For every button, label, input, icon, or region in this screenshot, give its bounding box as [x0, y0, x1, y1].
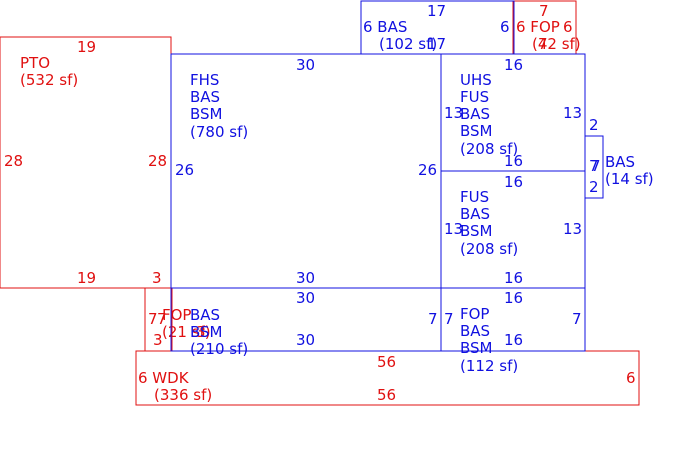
- pto-dim-corner: 3: [152, 269, 162, 287]
- fop-left-area: (21 sf): [162, 323, 211, 341]
- bas-bottom-area: (210 sf): [190, 340, 248, 358]
- fus-label-2: BAS: [460, 205, 490, 223]
- area-fop-left: FOP (21 sf) 7 7 3 3: [144, 287, 211, 352]
- uhs-dim-bottom: 16: [504, 152, 523, 170]
- bas-small-dim-right: 7: [591, 157, 601, 175]
- bas-bottom-label-1: BAS: [190, 306, 220, 324]
- uhs-dim-top: 16: [504, 56, 523, 74]
- fop-bsm-dim-right: 7: [572, 310, 582, 328]
- bas-top-dim-bottom: 17: [427, 35, 446, 53]
- wdk-dim-right: 6: [626, 369, 636, 387]
- fus-dim-right: 13: [563, 220, 582, 238]
- fop-left-outline: [144, 287, 173, 352]
- wdk-area: (336 sf): [154, 386, 212, 404]
- area-wdk: 6 WDK (336 sf) 56 56 6: [135, 350, 640, 406]
- area-uhs: UHS FUS BAS BSM (208 sf) 16 16 13 13: [440, 53, 586, 172]
- fop-top-dim-right: 6: [563, 18, 573, 36]
- fop-top-area: (42 sf): [532, 35, 581, 53]
- uhs-label-2: FUS: [460, 88, 489, 106]
- fop-bsm-outline: [440, 287, 586, 352]
- fop-bsm-dim-left: 7: [444, 310, 454, 328]
- area-pto: PTO (532 sf) 19 19 28 28 3: [0, 36, 172, 289]
- fus-dim-left: 13: [444, 220, 463, 238]
- fus-label-3: BSM: [460, 222, 493, 240]
- fop-top-label: 6 FOP: [516, 18, 560, 36]
- bas-bottom-label-2: BSM: [190, 323, 223, 341]
- bas-top-dim-right: 6: [500, 18, 510, 36]
- area-bas-small: BAS (14 sf) 2 2 7 7: [584, 116, 654, 199]
- fhs-area: (780 sf): [190, 123, 248, 141]
- fus-area: (208 sf): [460, 240, 518, 258]
- pto-dim-bottom: 19: [77, 269, 96, 287]
- uhs-label-4: BSM: [460, 122, 493, 140]
- area-bas-bottom: BAS BSM (210 sf) 30 30 7: [170, 287, 442, 358]
- bas-top-area: (102 sf): [379, 35, 437, 53]
- area-fhs: FHS BAS BSM (780 sf) 30 30 26 26: [170, 53, 442, 289]
- bas-bottom-dim-right: 7: [428, 310, 438, 328]
- fhs-label-3: BSM: [190, 105, 223, 123]
- fop-bsm-label-3: BSM: [460, 339, 493, 357]
- fus-dim-top: 16: [504, 173, 523, 191]
- uhs-label-3: BAS: [460, 105, 490, 123]
- wdk-dim-top: 56: [377, 353, 396, 371]
- fop-bsm-dim-bottom: 16: [504, 331, 523, 349]
- bas-bottom-dim-top: 30: [296, 289, 315, 307]
- area-fop-top: 6 FOP (42 sf) 7 7 6: [512, 0, 581, 55]
- fop-top-dim-inner: 7: [538, 35, 548, 53]
- bas-top-label: 6 BAS: [363, 18, 407, 36]
- pto-area: (532 sf): [20, 71, 78, 89]
- pto-dim-left: 28: [4, 152, 23, 170]
- bas-small-label: BAS: [605, 153, 635, 171]
- uhs-area: (208 sf): [460, 140, 518, 158]
- fop-left-dim-a: 7: [148, 310, 158, 328]
- fhs-label-1: FHS: [190, 71, 219, 89]
- fhs-label-2: BAS: [190, 88, 220, 106]
- pto-dim-right: 28: [148, 152, 167, 170]
- fop-bsm-label-2: BAS: [460, 322, 490, 340]
- uhs-dim-left: 13: [444, 104, 463, 122]
- area-fus: FUS BAS BSM (208 sf) 16 16 13 13: [440, 170, 586, 289]
- fop-bsm-dim-top: 16: [504, 289, 523, 307]
- fus-label-1: FUS: [460, 188, 489, 206]
- fhs-dim-top: 30: [296, 56, 315, 74]
- area-fop-bsm: FOP BAS BSM (112 sf) 16 16 7 7: [440, 287, 586, 375]
- bas-small-area: (14 sf): [605, 170, 654, 188]
- area-bas-top: 6 BAS (102 sf) 17 17 6: [360, 0, 515, 55]
- fhs-dim-right: 26: [418, 161, 437, 179]
- fop-left-dim-c: 3: [153, 331, 163, 349]
- bas-small-dim-top: 2: [589, 116, 599, 134]
- fop-left-dim-b: 7: [157, 310, 167, 328]
- wdk-dim-bottom: 56: [377, 386, 396, 404]
- fhs-dim-bottom: 30: [296, 269, 315, 287]
- wdk-label: 6 WDK: [138, 369, 190, 387]
- pto-label: PTO: [20, 54, 50, 72]
- bas-small-dim-left: 7: [589, 157, 599, 175]
- bas-bottom-dim-bottom: 30: [296, 331, 315, 349]
- fop-top-dim-top: 7: [539, 2, 549, 20]
- bas-top-dim-top: 17: [427, 2, 446, 20]
- pto-dim-top: 19: [77, 38, 96, 56]
- uhs-label-1: UHS: [460, 71, 492, 89]
- fus-dim-bottom: 16: [504, 269, 523, 287]
- fhs-dim-left: 26: [175, 161, 194, 179]
- fop-bsm-label-1: FOP: [460, 305, 489, 323]
- fop-left-dim-d: 3: [196, 323, 206, 341]
- fop-left-label: FOP: [162, 306, 191, 324]
- bas-small-outline: [584, 135, 604, 199]
- bas-small-dim-bottom: 2: [589, 178, 599, 196]
- fop-bsm-area: (112 sf): [460, 357, 518, 375]
- uhs-dim-right: 13: [563, 104, 582, 122]
